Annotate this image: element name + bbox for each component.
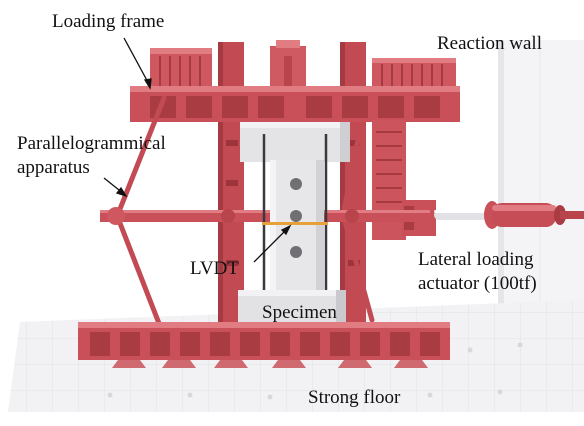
- lateral-actuator: [434, 201, 584, 229]
- label-strong-floor: Strong floor: [308, 387, 401, 408]
- label-lateral-line2: actuator (100tf): [418, 273, 537, 294]
- loading-frame-top: [130, 40, 460, 122]
- label-lateral-line1: Lateral loading: [418, 249, 534, 270]
- label-lvdt: LVDT: [190, 258, 239, 279]
- label-reaction-wall: Reaction wall: [437, 33, 542, 54]
- label-parallelogram-line1: Parallelogrammical: [17, 133, 166, 154]
- loading-stub: [240, 122, 350, 162]
- leader-arrows: [103, 37, 292, 263]
- label-specimen: Specimen: [262, 302, 337, 323]
- label-loading-frame: Loading frame: [52, 11, 165, 32]
- label-parallelogram-line2: apparatus: [17, 157, 90, 178]
- foundation-beam: [78, 322, 450, 360]
- specimen-column: [262, 134, 328, 292]
